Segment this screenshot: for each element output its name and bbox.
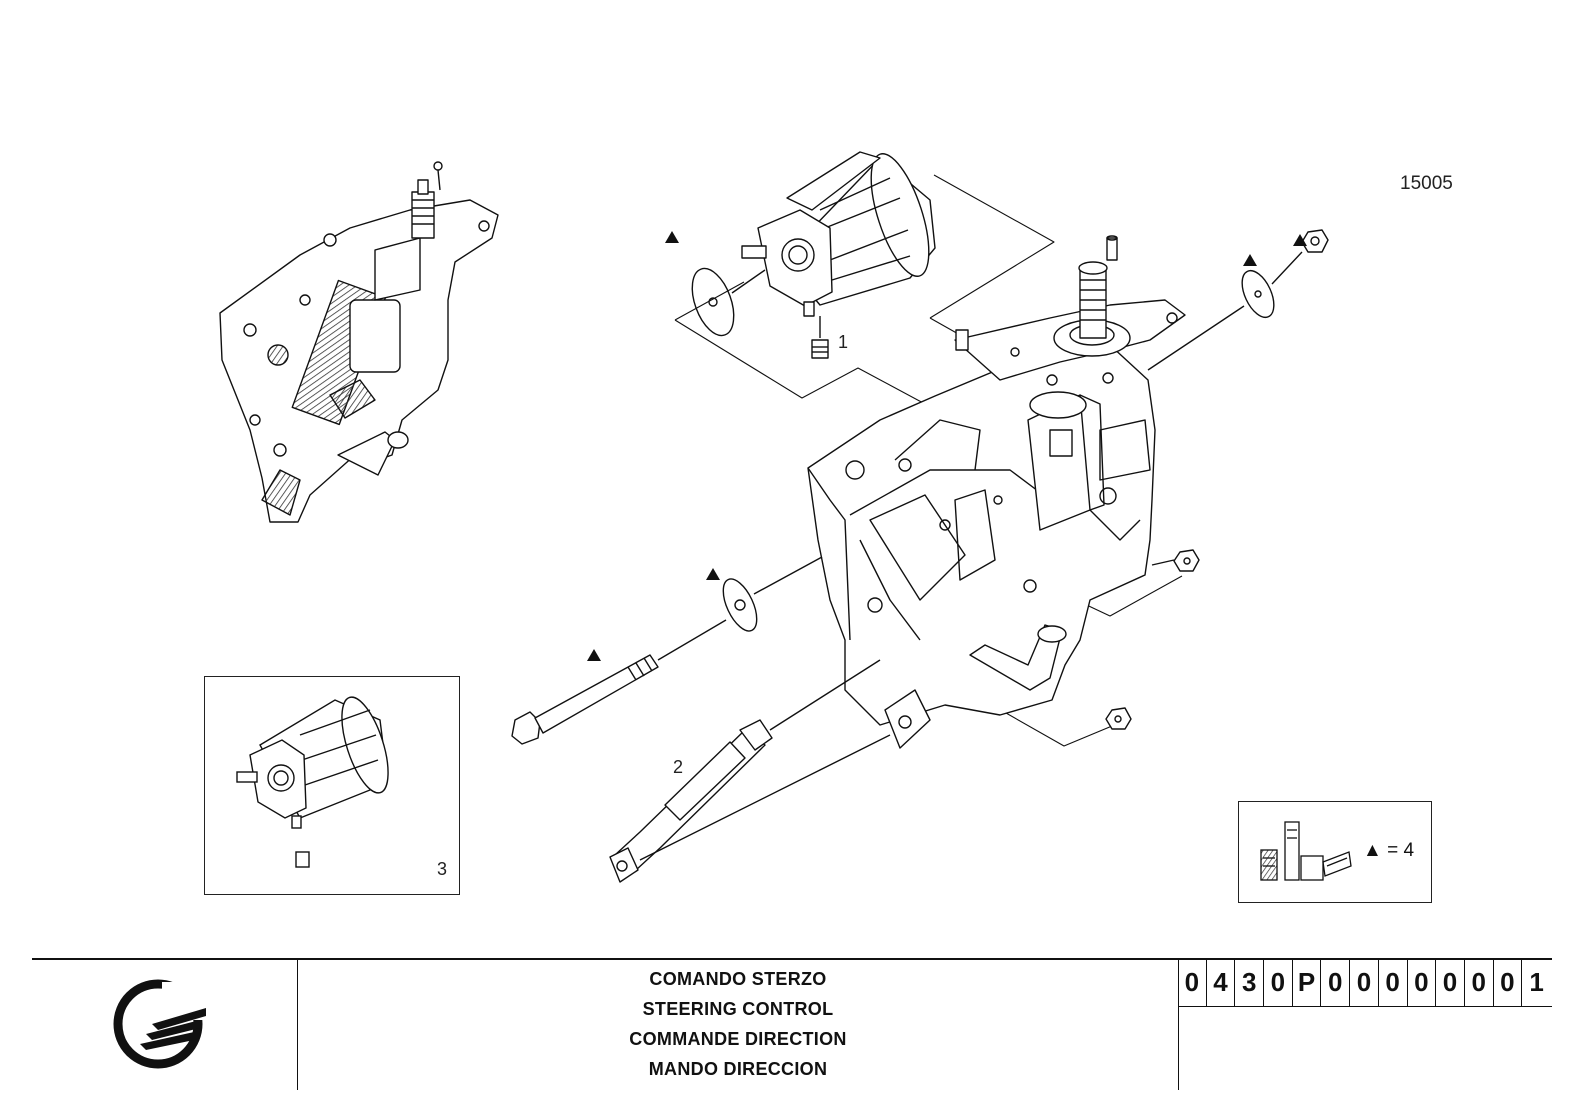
title-english: STEERING CONTROL	[642, 999, 834, 1019]
ref-label-1: 1	[838, 332, 848, 352]
inset-detail-box	[204, 676, 460, 895]
marker-triangles	[587, 231, 1307, 661]
screw-1	[811, 339, 829, 359]
washer-upper-right	[1241, 269, 1275, 319]
washer-bolt	[722, 578, 758, 632]
exploded-parts-diagram: 1 2 3	[219, 151, 1329, 883]
ref-label-3: 3	[437, 859, 447, 879]
code-char: 0	[1465, 958, 1494, 1006]
washer-1	[691, 267, 735, 337]
nut-mid-right	[1173, 549, 1200, 572]
title-block: COMANDO STERZO STEERING CONTROL COMMANDE…	[32, 958, 1552, 1090]
steering-column-assembly	[807, 235, 1186, 749]
title-block-divider	[1178, 958, 1179, 1090]
long-bolt	[511, 654, 659, 745]
code-char: 0	[1350, 958, 1379, 1006]
electric-motor-part	[741, 151, 936, 317]
legend-box: ▲ = 4	[1238, 801, 1432, 903]
manufacturer-logo-icon	[113, 979, 212, 1069]
code-char: P	[1293, 958, 1322, 1006]
title-italian: COMANDO STERZO	[649, 969, 827, 989]
inset-motor-part	[236, 696, 389, 868]
code-char: 0	[1264, 958, 1293, 1006]
title-block-border	[32, 958, 1552, 960]
code-char: 0	[1379, 958, 1408, 1006]
code-char: 0	[1178, 958, 1207, 1006]
legend-marker-count: ▲ = 4	[1363, 840, 1415, 861]
torque-wrench-tool-icon	[1260, 821, 1352, 881]
code-char: 4	[1207, 958, 1236, 1006]
title-french: COMMANDE DIRECTION	[629, 1029, 847, 1049]
title-languages: COMANDO STERZO STEERING CONTROL COMMANDE…	[300, 964, 1176, 1084]
drawing-number: 15005	[1400, 173, 1453, 194]
code-char: 0	[1436, 958, 1465, 1006]
code-char: 0	[1321, 958, 1351, 1006]
code-char: 0	[1494, 958, 1523, 1006]
title-block-divider	[297, 958, 298, 1090]
code-char: 3	[1235, 958, 1265, 1006]
code-char: 0	[1408, 958, 1437, 1006]
gas-spring	[609, 659, 891, 883]
assembled-steering-column-view	[219, 161, 499, 523]
nut-upper-right	[1301, 229, 1329, 253]
part-code-cells: 0 4 3 0 P 0 0 0 0 0 0 0 1	[1178, 958, 1552, 1007]
title-spanish: MANDO DIRECCION	[648, 1059, 828, 1079]
ref-label-2: 2	[673, 757, 683, 777]
code-char: 1	[1529, 966, 1544, 997]
nut-lower-right	[1105, 707, 1132, 730]
